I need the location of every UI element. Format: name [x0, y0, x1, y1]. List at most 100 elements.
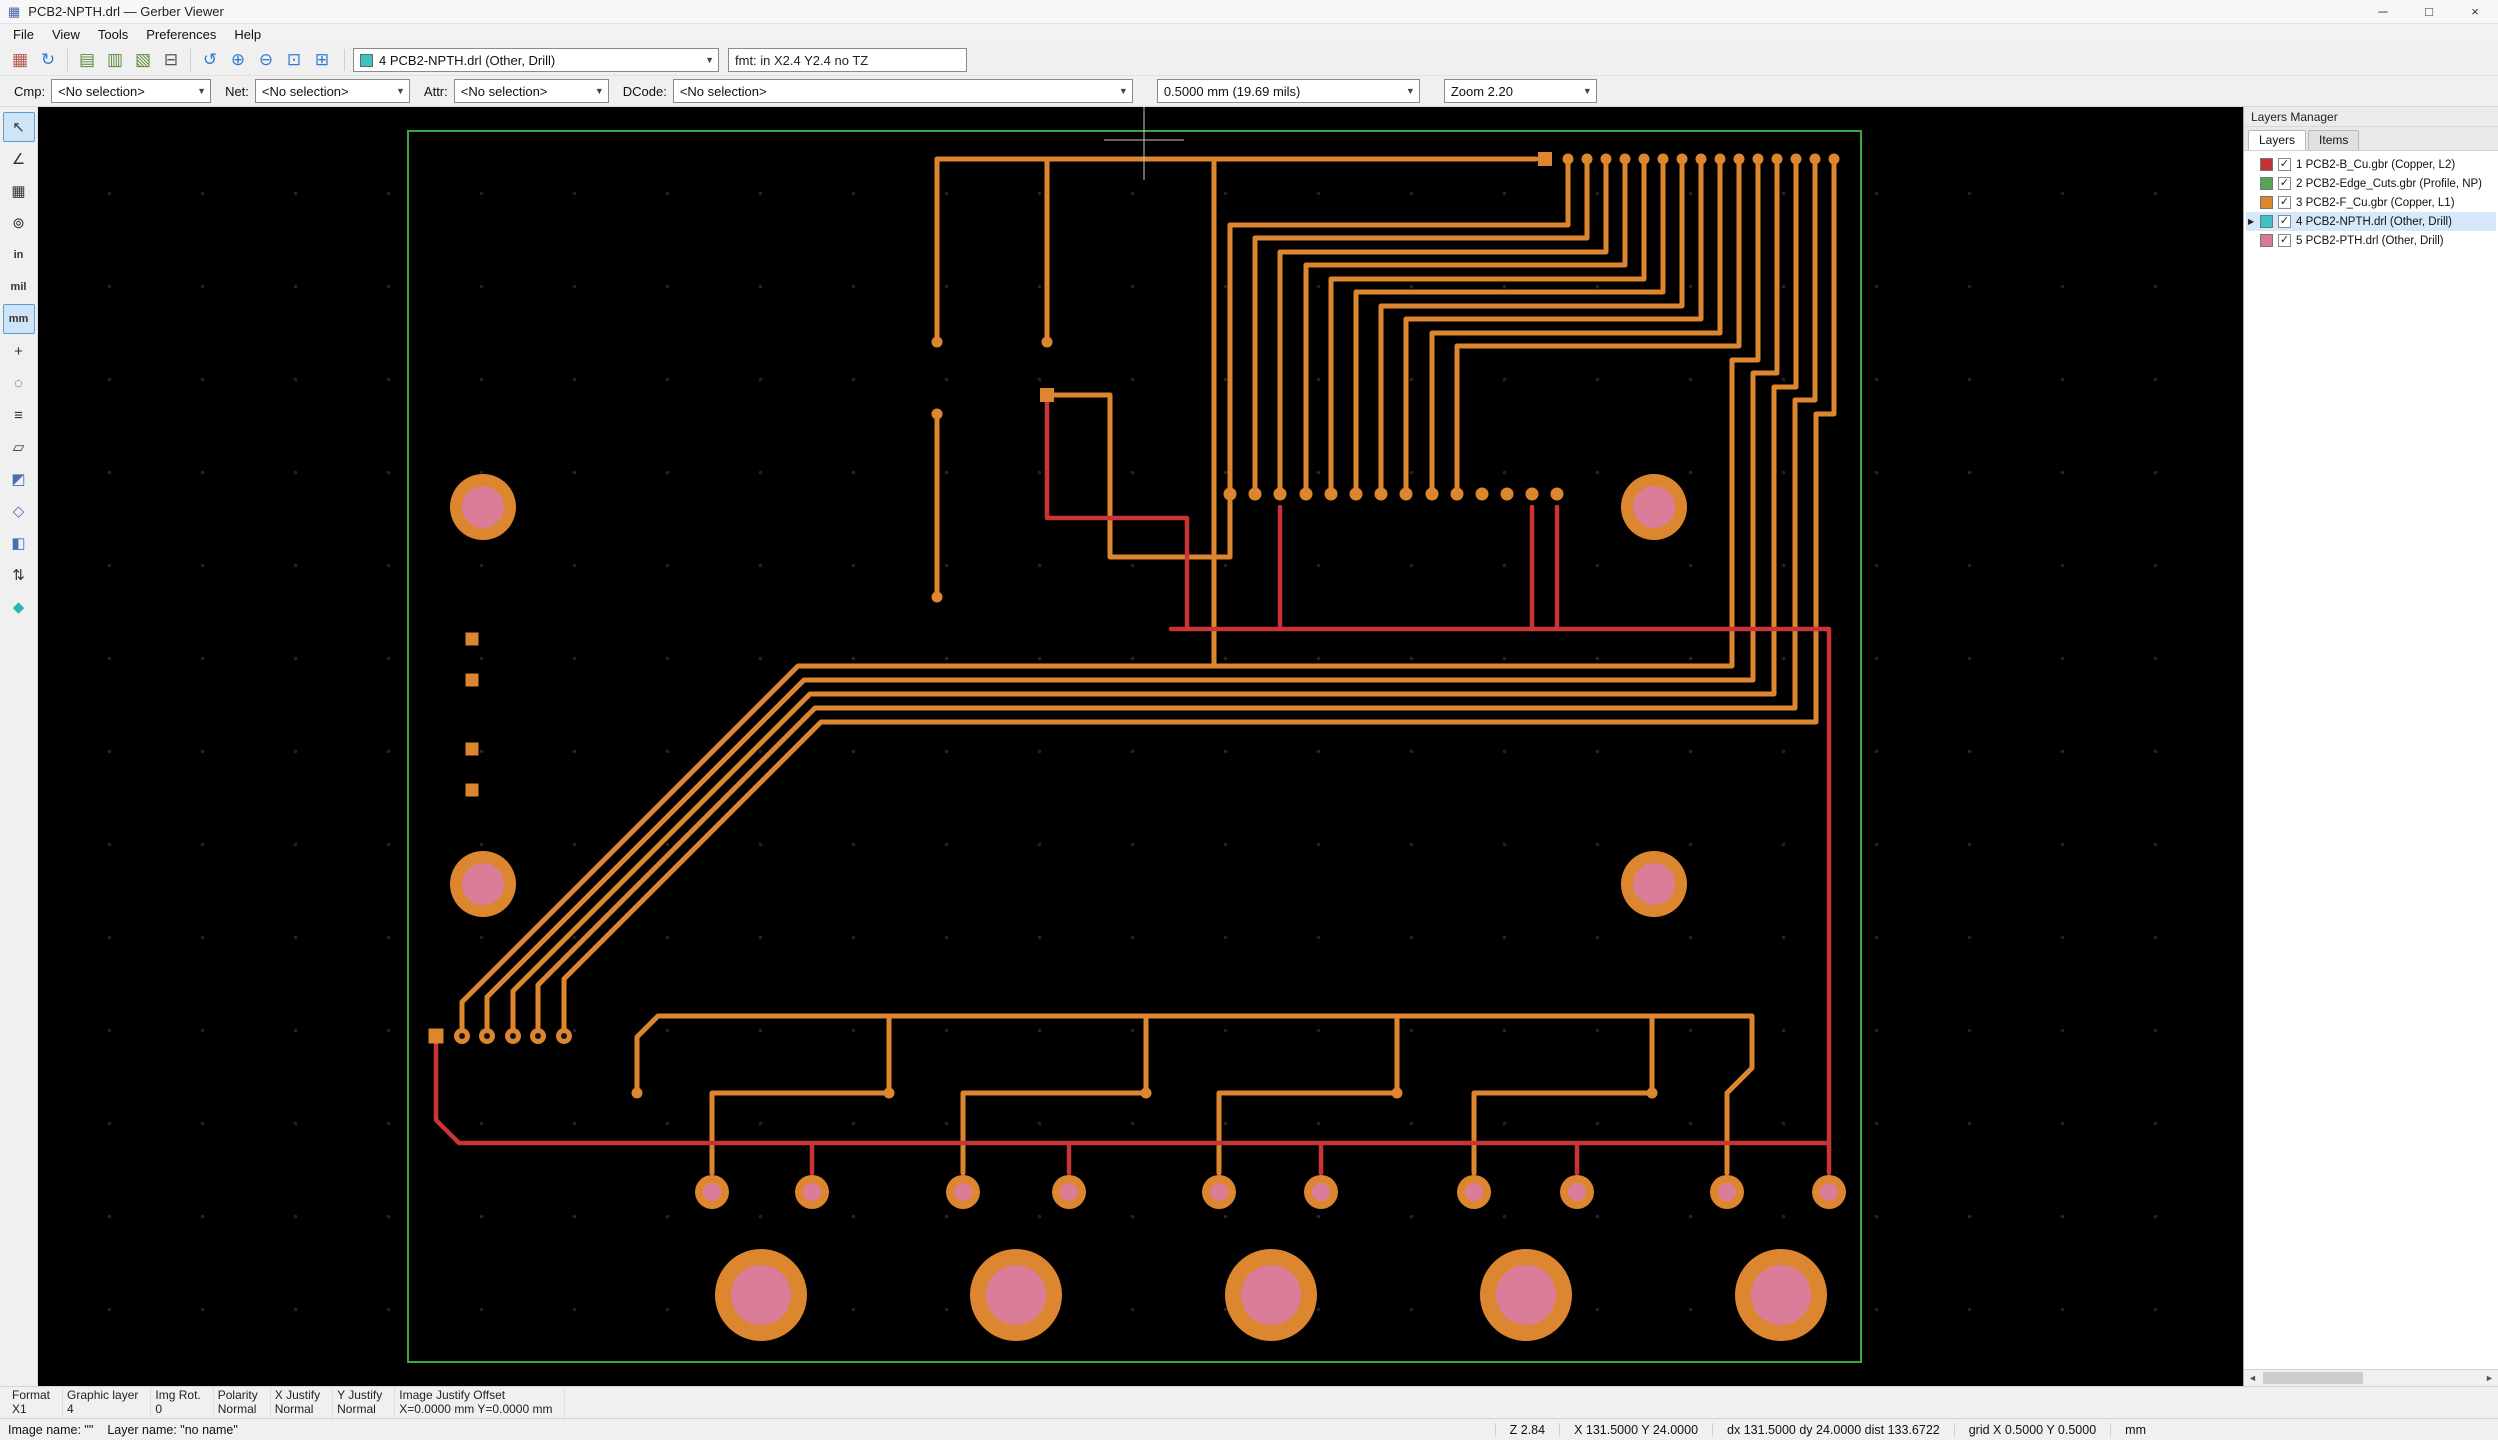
layer-color-swatch[interactable]: [2260, 177, 2273, 190]
scroll-left-icon[interactable]: ◄: [2248, 1373, 2257, 1383]
chevron-down-icon: ▼: [395, 86, 405, 96]
layer-visibility-checkbox[interactable]: ✓: [2278, 234, 2291, 247]
pcb-canvas[interactable]: [38, 107, 2243, 1386]
menu-file[interactable]: File: [13, 27, 34, 42]
redraw-view-button[interactable]: ↺: [196, 47, 224, 73]
app-icon: ▦: [8, 3, 21, 19]
polar-coords-toggle-button[interactable]: ⊚: [3, 208, 35, 238]
filter-toolbar: Cmp: <No selection> ▼ Net: <No selection…: [0, 75, 2498, 107]
lines-sketch-toggle-button[interactable]: ≡: [3, 400, 35, 430]
zoom-in-button[interactable]: ⊕: [224, 47, 252, 73]
copper-traces-back: [433, 399, 1832, 1176]
menu-preferences[interactable]: Preferences: [146, 27, 217, 42]
zoom-fit-icon: ⊡: [286, 50, 302, 69]
layer-row-5[interactable]: ✓5 PCB2-PTH.drl (Other, Drill): [2246, 231, 2496, 250]
open-drill-file-button[interactable]: ▥: [101, 47, 129, 73]
net-select[interactable]: <No selection> ▼: [254, 79, 410, 103]
grid-toggle-icon: ▦: [11, 183, 26, 200]
units-inches-button[interactable]: in: [3, 240, 35, 270]
grid-size-select[interactable]: 0.5000 mm (19.69 mils) ▼: [1156, 79, 1420, 103]
chevron-down-icon: ▼: [1118, 86, 1128, 96]
layer-color-swatch[interactable]: [2260, 196, 2273, 209]
measure-tool-button[interactable]: ∠: [3, 144, 35, 174]
layer-name: 4 PCB2-NPTH.drl (Other, Drill): [2296, 215, 2452, 228]
open-job-file-button[interactable]: ▧: [129, 47, 157, 73]
pcb-svg: [407, 107, 1862, 1363]
flashed-sketch-toggle-button[interactable]: ◌: [3, 368, 35, 398]
select-tool-icon: ↖: [12, 119, 25, 136]
open-gerber-file-icon: ▤: [78, 50, 96, 69]
grid-toggle-button[interactable]: ▦: [3, 176, 35, 206]
active-layer-select[interactable]: 4 PCB2-NPTH.drl (Other, Drill) ▼: [353, 48, 719, 72]
zoom-fit-button[interactable]: ⊡: [280, 47, 308, 73]
units-mm-icon: mm: [8, 313, 29, 325]
layer-visibility-checkbox[interactable]: ✓: [2278, 215, 2291, 228]
menu-tools[interactable]: Tools: [97, 27, 129, 42]
status-cell-label: Polarity: [217, 1388, 258, 1402]
cursor-shape-toggle-button[interactable]: +: [3, 336, 35, 366]
menu-help[interactable]: Help: [234, 27, 262, 42]
zoom-select[interactable]: Zoom 2.20 ▼: [1443, 79, 1597, 103]
flip-view-toggle-button[interactable]: ⇅: [3, 560, 35, 590]
minimize-button[interactable]: ─: [2378, 4, 2388, 19]
dcodes-toggle-button[interactable]: ◇: [3, 496, 35, 526]
negative-objects-toggle-button[interactable]: ◩: [3, 464, 35, 494]
zoom-out-button[interactable]: ⊖: [252, 47, 280, 73]
maximize-button[interactable]: □: [2425, 4, 2433, 19]
layer-color-swatch[interactable]: [2260, 234, 2273, 247]
small-left-pads: [454, 1028, 572, 1044]
active-layer-label: 4 PCB2-NPTH.drl (Other, Drill): [379, 52, 556, 68]
corner-mount-pads: [450, 474, 1687, 917]
layer-row-3[interactable]: ✓3 PCB2-F_Cu.gbr (Copper, L1): [2246, 193, 2496, 212]
dcode-select[interactable]: <No selection> ▼: [672, 79, 1133, 103]
negative-objects-toggle-icon: ◩: [11, 471, 26, 488]
zoom-selection-button[interactable]: ⊞: [308, 47, 336, 73]
scroll-right-icon[interactable]: ►: [2485, 1373, 2494, 1383]
units-mils-button[interactable]: mil: [3, 272, 35, 302]
flip-view-toggle-icon: ⇅: [12, 567, 25, 584]
scrollbar-track[interactable]: [2261, 1370, 2481, 1386]
format-info-field[interactable]: [728, 48, 967, 72]
clear-layers-button[interactable]: ▦: [6, 47, 34, 73]
select-tool-button[interactable]: ↖: [2, 112, 35, 142]
layers-manager-toggle-button[interactable]: ◆: [3, 592, 35, 622]
scrollbar-thumb[interactable]: [2263, 1372, 2363, 1384]
diff-mode-toggle-button[interactable]: ◧: [3, 528, 35, 558]
tab-items[interactable]: Items: [2308, 130, 2360, 150]
layer-row-4[interactable]: ▶✓4 PCB2-NPTH.drl (Other, Drill): [2246, 212, 2496, 231]
top-pad-row: [1562, 153, 1840, 165]
units-mils-icon: mil: [10, 281, 27, 293]
reload-layers-button[interactable]: ↻: [34, 47, 62, 73]
tab-layers[interactable]: Layers: [2248, 130, 2307, 150]
polygons-sketch-toggle-button[interactable]: ▱: [3, 432, 35, 462]
layer-visibility-checkbox[interactable]: ✓: [2278, 158, 2291, 171]
units-mm-button[interactable]: mm: [2, 304, 35, 334]
toolbar-separator: [67, 49, 68, 71]
measure-tool-icon: ∠: [11, 151, 26, 168]
attr-select[interactable]: <No selection> ▼: [453, 79, 609, 103]
layer-row-1[interactable]: ✓1 PCB2-B_Cu.gbr (Copper, L2): [2246, 155, 2496, 174]
layer-visibility-checkbox[interactable]: ✓: [2278, 196, 2291, 209]
main-toolbar: ▦ ↻ ▤ ▥▧⊟ ↺⊕⊖ ⊡ ⊞ 4 PCB2-NPTH.drl (Other, Dril…: [0, 45, 2498, 75]
layers-panel-scrollbar[interactable]: ◄ ►: [2244, 1369, 2498, 1386]
layer-color-swatch[interactable]: [2260, 158, 2273, 171]
status-cell-value: X=0.0000 mm Y=0.0000 mm: [399, 1401, 553, 1416]
crosshair-cursor: [1104, 107, 1184, 180]
layer-row-2[interactable]: ✓2 PCB2-Edge_Cuts.gbr (Profile, NP): [2246, 174, 2496, 193]
reload-layers-icon: ↻: [40, 50, 56, 69]
open-gerber-file-button[interactable]: ▤: [73, 47, 101, 73]
layer-visibility-checkbox[interactable]: ✓: [2278, 177, 2291, 190]
info-cell-4: mm: [2110, 1422, 2160, 1437]
close-button[interactable]: ×: [2471, 4, 2479, 19]
layer-color-swatch[interactable]: [2260, 215, 2273, 228]
dcode-value: <No selection>: [679, 83, 767, 99]
layers-list: ✓1 PCB2-B_Cu.gbr (Copper, L2)✓2 PCB2-Edg…: [2244, 150, 2498, 254]
image-name-label: Image name: "": [8, 1422, 94, 1437]
print-button[interactable]: ⊟: [157, 47, 185, 73]
layers-panel-empty: [2244, 254, 2498, 1369]
cmp-select[interactable]: <No selection> ▼: [51, 79, 212, 103]
menu-view[interactable]: View: [51, 27, 80, 42]
